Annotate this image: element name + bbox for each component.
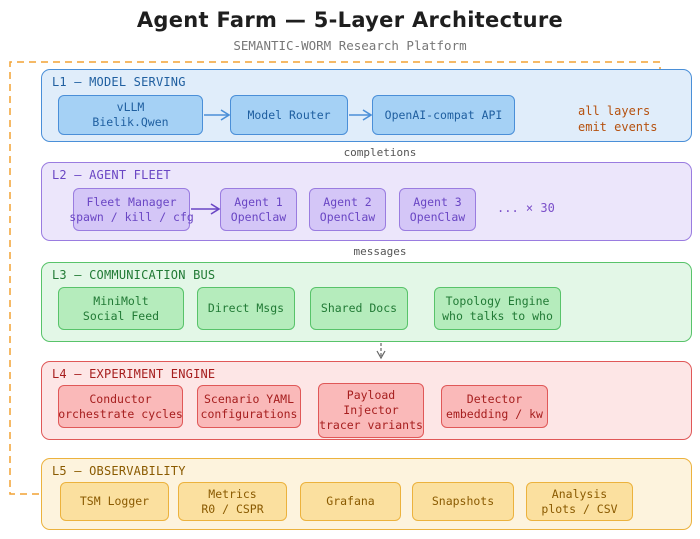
node-minimolt[interactable]: MiniMolt Social Feed xyxy=(58,287,184,330)
node-line: TSM Logger xyxy=(79,494,150,508)
node-line: Conductor xyxy=(89,391,152,406)
node-vllm[interactable]: vLLM Bielik.Qwen xyxy=(58,95,203,135)
node-line: OpenClaw xyxy=(319,209,376,224)
node-line: Agent 1 xyxy=(234,194,283,209)
node-line: Grafana xyxy=(326,494,375,508)
node-line: OpenClaw xyxy=(409,209,466,224)
node-line: configurations xyxy=(200,406,298,421)
node-shared-docs[interactable]: Shared Docs xyxy=(310,287,408,330)
layer-label: L2 — AGENT FLEET xyxy=(52,168,171,182)
node-line: Bielik.Qwen xyxy=(92,115,169,129)
node-line: Analysis xyxy=(551,486,608,501)
layer-label: L3 — COMMUNICATION BUS xyxy=(52,268,216,282)
node-line: who talks to who xyxy=(442,308,553,323)
node-line: Fleet Manager xyxy=(86,194,177,209)
node-line: Agent 2 xyxy=(323,194,372,209)
node-line: R0 / CSPR xyxy=(201,501,264,516)
node-model-router[interactable]: Model Router xyxy=(230,95,348,135)
node-scenario-yaml[interactable]: Scenario YAML configurations xyxy=(197,385,301,428)
node-tsm-logger[interactable]: TSM Logger xyxy=(60,482,169,521)
node-detector[interactable]: Detector embedding / kw xyxy=(441,385,548,428)
note-line: emit events xyxy=(578,120,658,134)
node-direct-msgs[interactable]: Direct Msgs xyxy=(197,287,295,330)
node-line: Metrics xyxy=(208,486,257,501)
node-line: vLLM xyxy=(116,100,145,114)
flow-label-messages: messages xyxy=(353,245,407,258)
diagram-subtitle: SEMANTIC-WORM Research Platform xyxy=(233,38,467,53)
node-agent-3[interactable]: Agent 3 OpenClaw xyxy=(399,188,476,231)
node-openai-api[interactable]: OpenAI-compat API xyxy=(372,95,515,135)
node-line: Social Feed xyxy=(82,308,160,323)
diagram-title: Agent Farm — 5-Layer Architecture xyxy=(136,8,564,32)
node-metrics[interactable]: Metrics R0 / CSPR xyxy=(178,482,287,521)
node-line: Agent 3 xyxy=(413,194,462,209)
note-line: all layers xyxy=(578,104,651,118)
events-note: all layers emit events xyxy=(578,103,657,135)
node-line: OpenClaw xyxy=(230,209,287,224)
node-grafana[interactable]: Grafana xyxy=(300,482,401,521)
node-line: orchestrate cycles xyxy=(58,406,183,421)
node-line: Detector xyxy=(466,391,523,406)
layer-label: L5 — OBSERVABILITY xyxy=(52,464,186,478)
node-snapshots[interactable]: Snapshots xyxy=(412,482,514,521)
node-line: Direct Msgs xyxy=(207,301,285,315)
node-analysis[interactable]: Analysis plots / CSV xyxy=(526,482,633,521)
node-line: OpenAI-compat API xyxy=(384,107,503,122)
node-line: Injector xyxy=(343,403,399,417)
node-fleet-manager[interactable]: Fleet Manager spawn / kill / cfg xyxy=(69,188,194,231)
layer-label: L1 — MODEL SERVING xyxy=(52,75,186,89)
node-line: spawn / kill / cfg xyxy=(69,209,194,224)
node-line: Model Router xyxy=(247,107,331,122)
node-line: Scenario YAML xyxy=(203,391,294,406)
node-line: embedding / kw xyxy=(446,406,543,421)
flow-label-completions: completions xyxy=(343,146,417,159)
node-topology-engine[interactable]: Topology Engine who talks to who xyxy=(434,287,561,330)
agent-count-label: ... × 30 xyxy=(497,201,555,215)
node-conductor[interactable]: Conductor orchestrate cycles xyxy=(58,385,183,428)
node-payload-injector[interactable]: Payload Injector tracer variants xyxy=(318,383,424,438)
node-line: Payload xyxy=(346,388,396,402)
node-line: MiniMolt xyxy=(93,293,149,308)
node-line: Snapshots xyxy=(431,494,495,508)
node-line: Shared Docs xyxy=(320,301,398,315)
node-line: plots / CSV xyxy=(541,501,618,516)
node-line: Topology Engine xyxy=(445,293,550,308)
node-agent-2[interactable]: Agent 2 OpenClaw xyxy=(309,188,386,231)
layer-label: L4 — EXPERIMENT ENGINE xyxy=(52,367,216,381)
node-agent-1[interactable]: Agent 1 OpenClaw xyxy=(220,188,297,231)
node-line: tracer variants xyxy=(319,418,423,432)
